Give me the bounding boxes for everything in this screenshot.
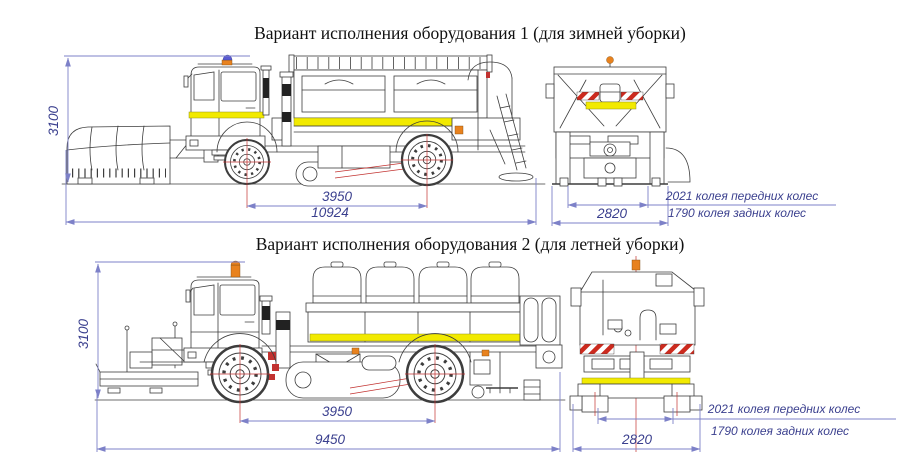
variant1-width-dim: 2820 xyxy=(596,206,628,221)
underbody-brush xyxy=(263,145,526,187)
variant2-front-track-label: 2021 колея передних колес xyxy=(707,402,860,416)
variant2-title: Вариант исполнения оборудования 2 (для л… xyxy=(256,234,685,254)
variant1-height-dim: 3100 xyxy=(46,105,61,136)
rear-ladder-and-disc xyxy=(467,61,534,182)
cab-yellow-stripe xyxy=(188,111,265,119)
rear-yellow-band xyxy=(581,377,691,385)
variant2-wheelbase-dim: 3950 xyxy=(322,404,353,419)
hazard-stripe-right xyxy=(620,91,644,101)
front-wheel xyxy=(210,344,270,423)
variant1-title: Вариант исполнения оборудования 1 (для з… xyxy=(254,23,686,43)
warning-beacon-icon xyxy=(221,54,233,66)
variant1-dimensions: 3100 3950 10924 2820 2021 колея передних… xyxy=(46,55,836,226)
hazard-stripe-left xyxy=(576,91,600,101)
variant2-height-dim: 3100 xyxy=(76,318,91,349)
front-fender-arc xyxy=(216,121,278,153)
front-fender-arc xyxy=(203,333,277,363)
variant1-wheelbase-dim: 3950 xyxy=(322,189,353,204)
variant2-length-dim: 9450 xyxy=(315,432,346,447)
variant1-winter-drawing: 3100 3950 10924 2820 2021 колея передних… xyxy=(46,54,836,226)
variant1-length-dim: 10924 xyxy=(311,205,349,220)
rear-wheel xyxy=(400,133,454,208)
variant1-front-track-label: 2021 колея передних колес xyxy=(665,189,818,203)
variant1-rear-view xyxy=(545,56,691,187)
variant2-rear-view xyxy=(569,256,705,452)
rear-wheel xyxy=(405,344,465,423)
variant1-rear-track-label: 1790 колея задних колес xyxy=(668,206,806,220)
front-sprayer-attachment xyxy=(95,321,201,394)
hazard-stripe-right xyxy=(659,343,695,355)
variant2-summer-drawing: 3100 3950 9450 2820 2021 колея передних … xyxy=(76,256,896,452)
rear-beacon-icon xyxy=(631,259,641,271)
front-wheel xyxy=(223,138,271,208)
warning-beacon-icon xyxy=(230,260,241,278)
variant2-width-dim: 2820 xyxy=(621,432,653,447)
rear-fender-arc xyxy=(395,120,459,153)
cab xyxy=(183,54,294,161)
rear-beacon-icon xyxy=(606,56,614,64)
body-yellow-stripe xyxy=(309,333,547,342)
hazard-stripe-left xyxy=(579,343,615,355)
rear-spray-equipment xyxy=(469,351,541,401)
rear-yellow-band xyxy=(585,101,637,110)
rear-fender-arc xyxy=(398,333,472,363)
variant2-dimensions: 3100 3950 9450 2820 2021 колея передних … xyxy=(76,261,896,452)
variant2-side-view xyxy=(94,260,566,423)
variant1-side-view xyxy=(61,54,546,208)
spreader-body xyxy=(271,54,521,141)
body-yellow-stripe xyxy=(293,117,453,127)
variant2-rear-track-label: 1790 колея задних колес xyxy=(711,424,849,438)
watering-tank-body xyxy=(305,261,563,369)
